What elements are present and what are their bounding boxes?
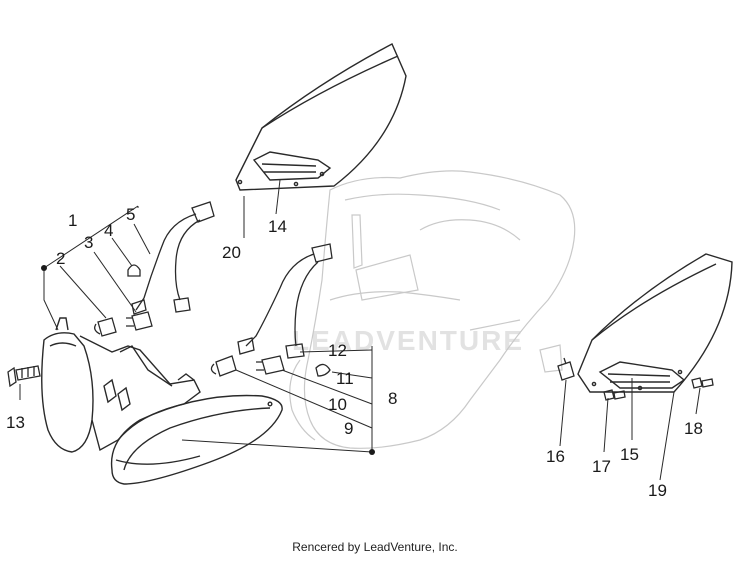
screw-17 <box>603 389 626 401</box>
bulb-2 <box>94 317 117 337</box>
callout-11: 11 <box>336 369 354 388</box>
bulb-3 <box>126 311 153 331</box>
callout-2: 2 <box>56 249 65 268</box>
wiring-harness-5 <box>131 201 215 315</box>
leader-dot-left <box>41 265 47 271</box>
cap-4 <box>127 264 141 277</box>
callout-19: 19 <box>648 481 667 500</box>
callout-16: 16 <box>546 447 565 466</box>
callout-3: 3 <box>84 233 93 252</box>
panel-cover-19 <box>577 253 733 393</box>
clip-16 <box>557 357 575 381</box>
callout-10: 10 <box>328 395 347 414</box>
callout-13: 13 <box>6 413 25 432</box>
callout-12: 12 <box>328 341 347 360</box>
callout-4: 4 <box>104 221 113 240</box>
headlight-assembly <box>41 317 283 485</box>
callout-8: 8 <box>388 389 397 408</box>
bulb-10 <box>256 355 285 375</box>
bulb-9 <box>210 355 237 377</box>
callout-5: 5 <box>126 205 135 224</box>
wiring-harness-12 <box>237 243 333 359</box>
callout-17: 17 <box>592 457 611 476</box>
screw-13 <box>7 365 41 388</box>
callout-14: 14 <box>268 217 287 236</box>
leader-dot-right <box>369 449 375 455</box>
callout-20: 20 <box>222 243 241 262</box>
panel-cover-20 <box>235 43 407 191</box>
callout-1: 1 <box>68 211 77 230</box>
callout-labels: 1 2 3 4 5 8 9 10 11 12 13 14 15 16 17 18… <box>6 205 703 500</box>
cap-11 <box>315 363 331 377</box>
callout-18: 18 <box>684 419 703 438</box>
callout-15: 15 <box>620 445 639 464</box>
legshield-body-outline <box>289 170 576 449</box>
callout-9: 9 <box>344 419 353 438</box>
footer-credit: Rencered by LeadVenture, Inc. <box>292 540 458 554</box>
screw-18 <box>691 377 714 389</box>
